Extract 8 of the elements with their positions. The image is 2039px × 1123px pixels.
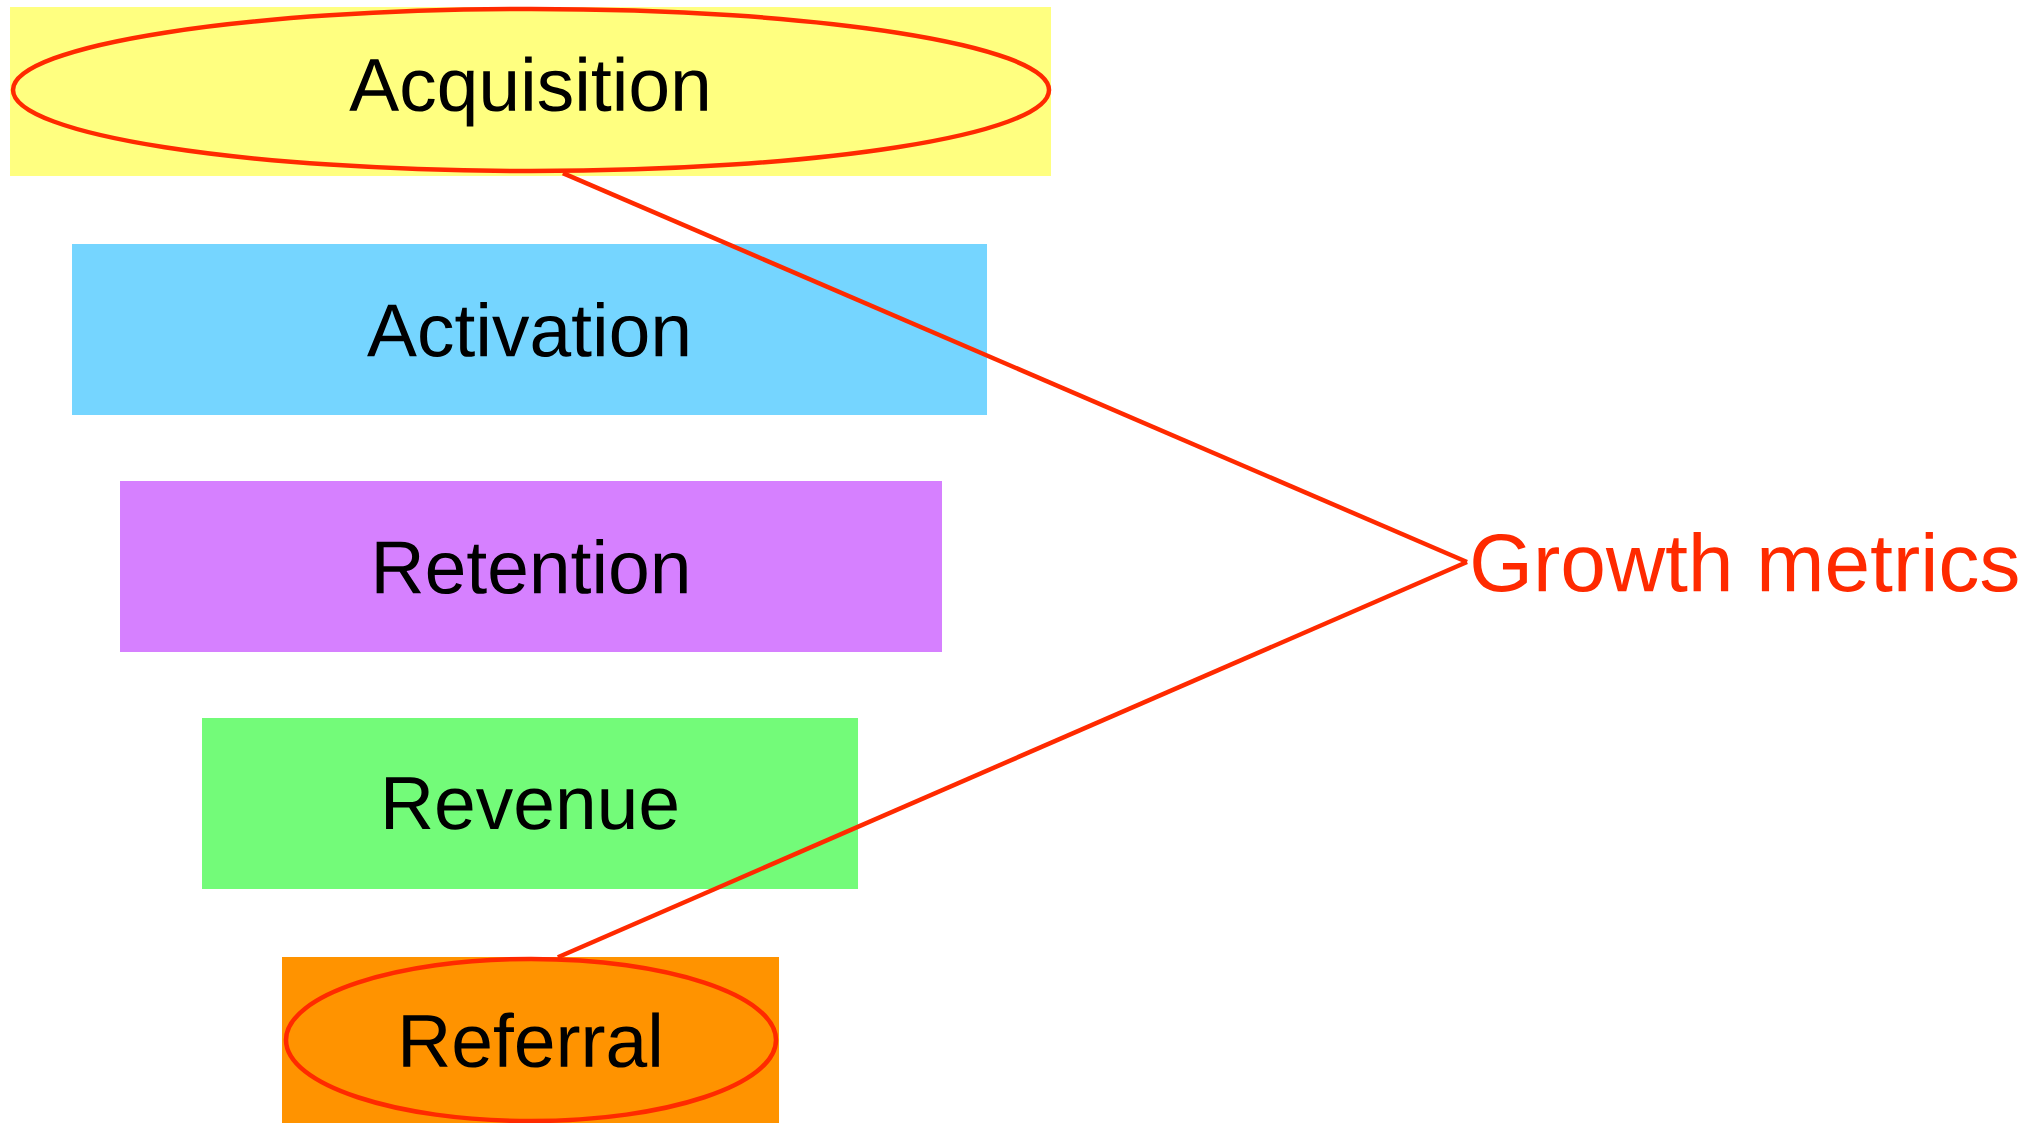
stage-box: Acquisition (10, 6, 1052, 176)
stage-box: Revenue (202, 718, 858, 889)
callout-text: Growth metrics (1473, 531, 2018, 593)
stage-box: Referral (282, 956, 779, 1123)
stage-box: Activation (72, 244, 987, 415)
leader-line (562, 171, 1468, 565)
leader-line (557, 559, 1468, 960)
stage-box: Retention (120, 481, 942, 652)
